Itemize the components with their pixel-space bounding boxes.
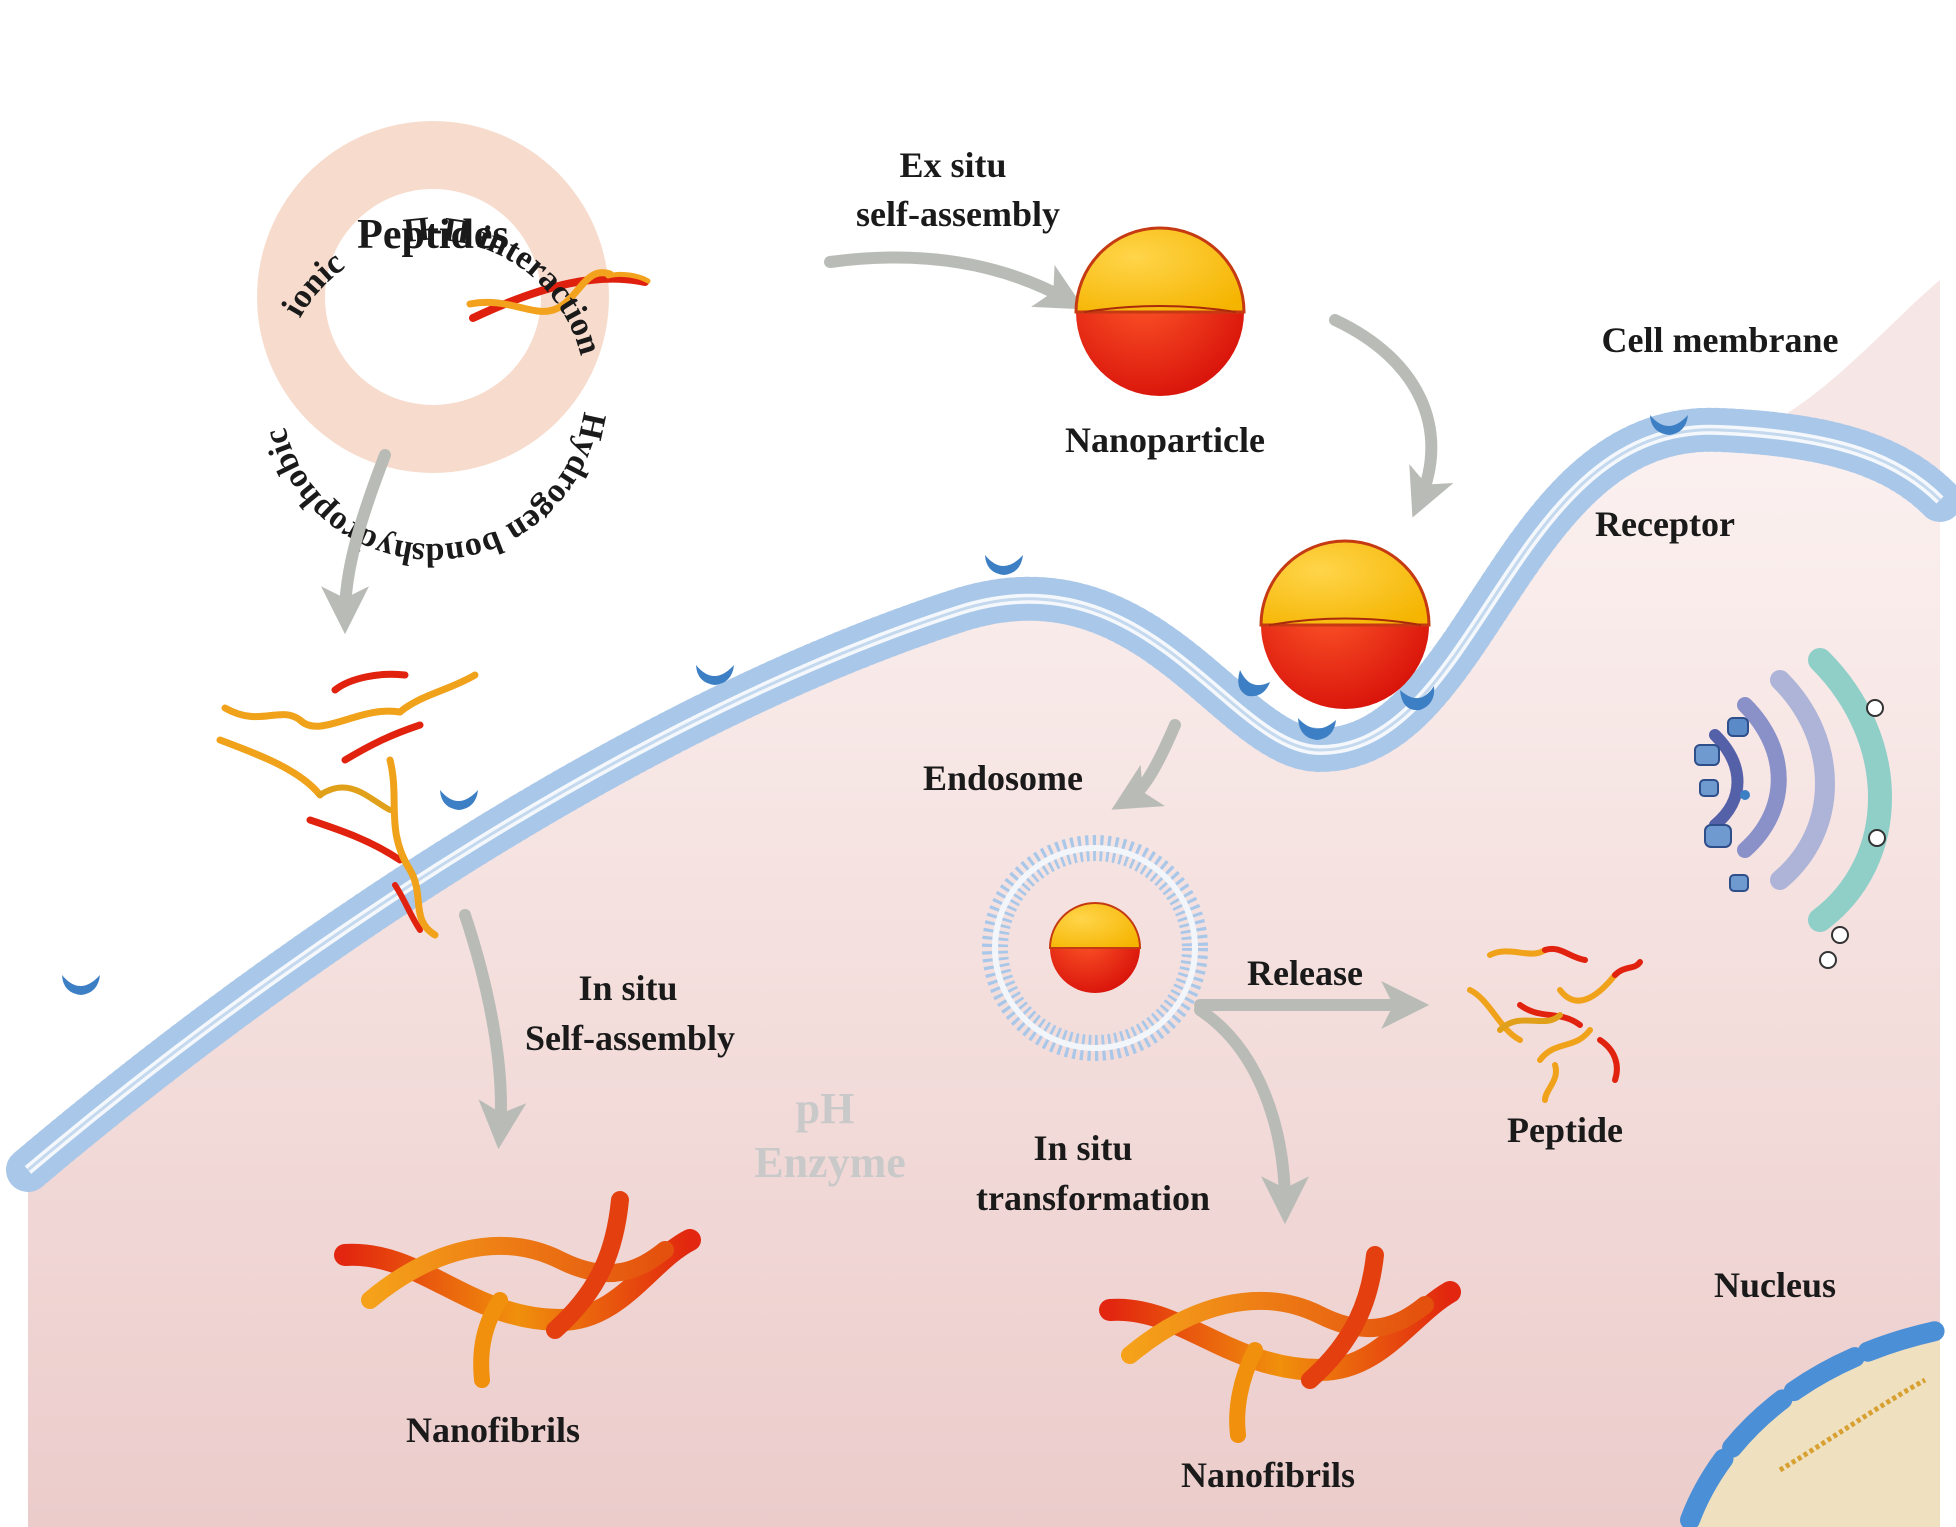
ring-center-label: Peptides <box>357 212 509 258</box>
arrow-ex-situ <box>824 251 1085 310</box>
released-peptides <box>1467 945 1643 1103</box>
receptor-icon <box>696 665 734 685</box>
cell-membrane <box>6 407 1956 1192</box>
label-nucleus: Nucleus <box>1714 1265 1836 1305</box>
label-release: Release <box>1247 953 1363 993</box>
peptide-strand <box>469 274 649 322</box>
label-in-situ-right: In situ <box>1033 1128 1132 1168</box>
label-ex-situ: Ex situ <box>899 145 1006 185</box>
label-nanofibrils-left: Nanofibrils <box>406 1410 580 1450</box>
process-arrows <box>321 251 1454 1225</box>
cytoplasm <box>28 439 1940 1527</box>
label-in-situ-left-self-assembly: Self-assembly <box>525 1018 735 1058</box>
arrow-in-situ-right <box>1194 1004 1309 1225</box>
label-ex-situ-self-assembly: self-assembly <box>856 194 1060 234</box>
label-endosome: Endosome <box>923 758 1083 798</box>
nanofibrils-right <box>1099 1246 1461 1443</box>
label-peptide: Peptide <box>1507 1110 1623 1150</box>
arrow-to-membrane <box>1329 314 1454 518</box>
label-nanofibrils-right: Nanofibrils <box>1181 1455 1355 1495</box>
peptide-strand <box>466 269 614 315</box>
arrow-ring-down <box>321 449 391 635</box>
nanofibrils-left <box>334 1191 701 1388</box>
nanoparticle-docked <box>1259 539 1431 709</box>
receptor-icon <box>1650 415 1688 435</box>
scattered-peptides-left <box>216 670 479 939</box>
receptor-icon <box>1400 686 1435 711</box>
peptide-ring: Peptides Hydrogen bonds hydrophobic ioni… <box>257 121 651 573</box>
label-ph: pH <box>796 1084 855 1133</box>
label-in-situ-left: In situ <box>578 968 677 1008</box>
label-enzyme: Enzyme <box>754 1138 906 1187</box>
arrow-in-situ-left <box>459 909 527 1150</box>
receptors <box>62 415 1688 995</box>
label-cell-membrane: Cell membrane <box>1602 320 1839 360</box>
receptor-icon <box>62 975 100 995</box>
label-in-situ-transformation: transformation <box>976 1178 1210 1218</box>
label-nanoparticle: Nanoparticle <box>1065 420 1265 460</box>
nucleus <box>1680 1320 1950 1527</box>
receptor-icon <box>1238 670 1270 697</box>
receptor-icon <box>1298 718 1336 740</box>
golgi-apparatus <box>1694 648 1892 969</box>
nanoparticle <box>1074 226 1246 396</box>
endosome <box>982 835 1208 1061</box>
label-receptor: Receptor <box>1595 504 1735 544</box>
arrow-to-endosome <box>1111 719 1181 810</box>
receptor-icon <box>985 555 1023 575</box>
peptide-strand <box>605 271 651 284</box>
receptor-icon <box>440 790 478 810</box>
